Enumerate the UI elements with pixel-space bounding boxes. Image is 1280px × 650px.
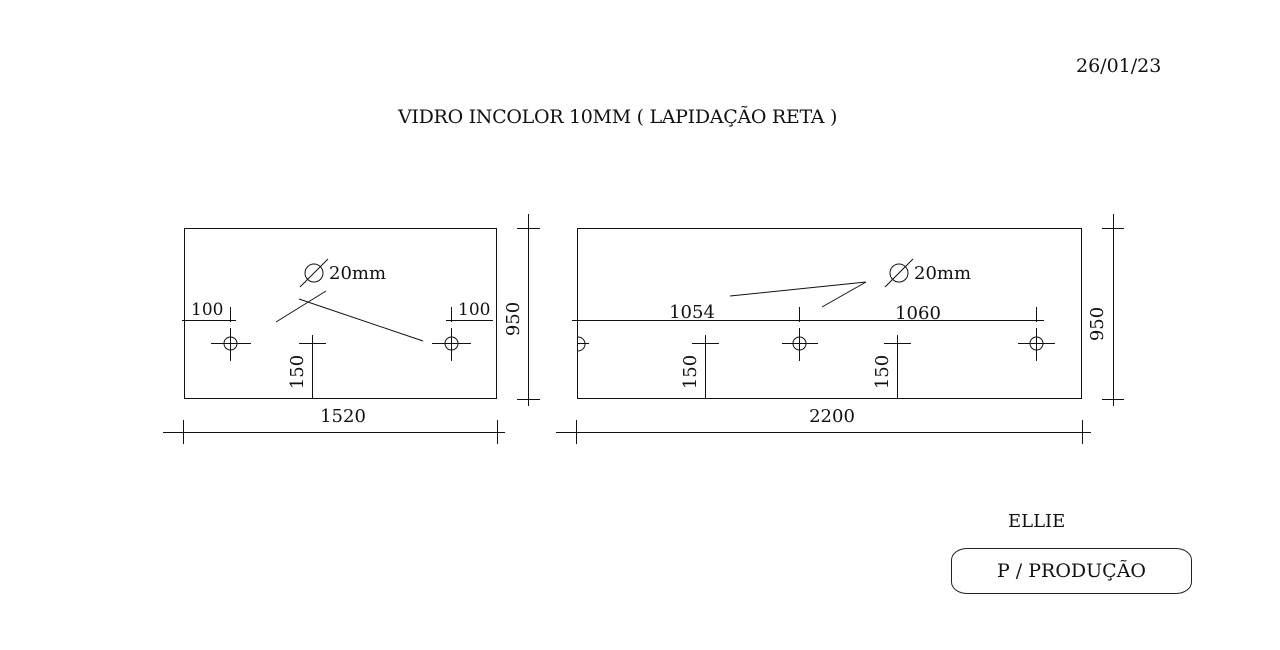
right-spacing-right-label: 1060: [895, 303, 941, 324]
right-width-label: 2200: [809, 406, 855, 427]
left-width-label: 1520: [320, 406, 366, 427]
drawing-title: VIDRO INCOLOR 10MM ( LAPIDAÇÃO RETA ): [398, 106, 838, 128]
right-spacing-left-label: 1054: [669, 302, 715, 323]
right-diameter-leader-2: [821, 281, 867, 308]
drawing-date: 26/01/23: [1076, 55, 1162, 77]
left-hole-2: [432, 328, 471, 361]
right-hole-1: [782, 328, 818, 361]
left-offset-left-label: 100: [191, 300, 223, 320]
right-diameter-leader-1: [729, 281, 867, 297]
right-hole-2: [1018, 328, 1055, 361]
left-diameter-leader-1: [275, 290, 327, 323]
signer-name: ELLIE: [1008, 511, 1066, 532]
right-hole-height-label-1: 150: [680, 355, 701, 389]
right-height-label: 950: [1087, 307, 1108, 341]
left-diameter-leader-2: [298, 298, 424, 342]
production-stamp-label: P / PRODUÇÃO: [996, 560, 1146, 582]
right-hole-height-label-2: 150: [872, 355, 893, 389]
right-diameter-symbol: [889, 263, 909, 283]
left-diameter-label: 20mm: [329, 263, 386, 284]
left-hole-height-label: 150: [287, 355, 308, 389]
production-stamp: P / PRODUÇÃO: [951, 548, 1192, 594]
right-glass-panel: [577, 228, 1082, 399]
left-height-label: 950: [503, 302, 524, 336]
left-diameter-symbol: [304, 263, 324, 283]
left-glass-panel: [184, 228, 497, 399]
right-diameter-label: 20mm: [914, 263, 971, 284]
left-offset-right-label: 100: [458, 300, 490, 320]
left-hole-1: [211, 328, 251, 361]
